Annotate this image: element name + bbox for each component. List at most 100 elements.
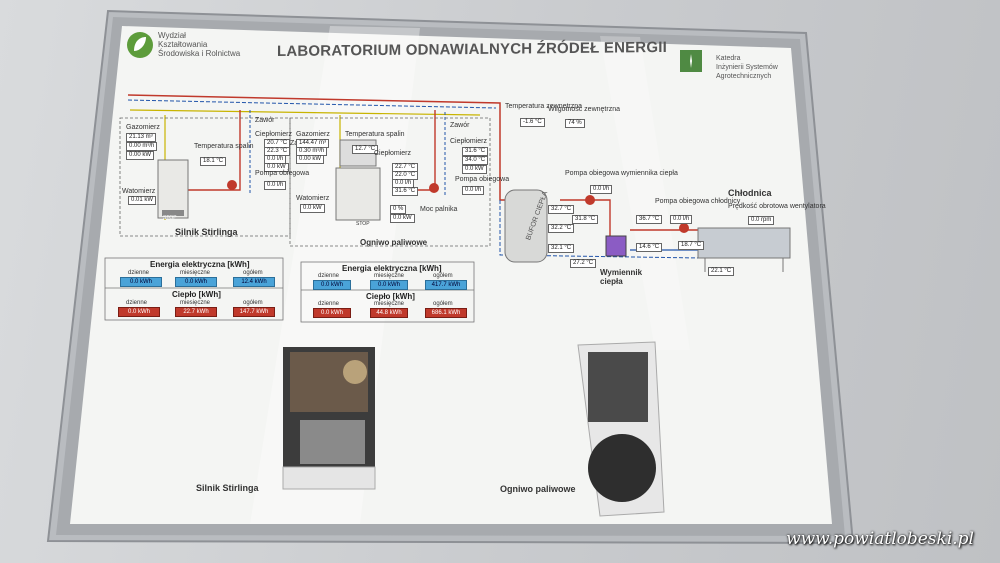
cooler-pump-value: 0.0 l/h	[670, 215, 693, 224]
burner-power-value: 0 %	[390, 205, 407, 214]
logo-left	[126, 31, 154, 59]
heat-meter-value: 34.0 °C	[462, 156, 489, 165]
heat-total-value: 147.7 kWh	[233, 307, 275, 317]
exchanger-temp-value: 36.7 °C	[636, 215, 663, 224]
fan-speed-value: 0.0 rpm	[748, 216, 775, 225]
heat-monthly-value: 22.7 kWh	[175, 307, 217, 317]
col-total: ogółem	[243, 300, 263, 306]
buffer-temp-value: 32.2 °C	[548, 224, 575, 233]
wattmeter-label: Watomierz	[296, 195, 330, 202]
org-right-line: Inżynierii Systemów	[716, 64, 778, 71]
cooler-label: Chłodnica	[728, 188, 772, 198]
wattmeter-value: 0.0 kW	[300, 204, 325, 213]
wind-turbine-logo-icon	[680, 50, 702, 72]
pump-value: 0.0 l/h	[264, 181, 287, 190]
gas-meter-label: Gazomierz	[296, 131, 330, 138]
gas-meter-value: 0.00 m³/h	[126, 142, 158, 151]
col-daily: dzienne	[318, 273, 340, 279]
gas-meter-value: 0.00 kW	[126, 151, 155, 160]
org-left-line: Środowiska i Rolnictwa	[158, 49, 241, 58]
heat-title: Ciepło [kWh]	[366, 292, 415, 301]
electric-daily-value: 0.0 kWh	[313, 280, 351, 290]
org-right: Katedra Inżynierii Systemów Agrotechnicz…	[716, 54, 778, 81]
flue-temp-label: Temperatura spalin	[345, 131, 405, 138]
col-daily: dzienne	[126, 300, 148, 306]
heat-daily-value: 0.0 kWh	[118, 307, 160, 317]
org-left-line: Kształtowania	[158, 40, 208, 49]
heat-meter-label: Ciepłomierz	[374, 150, 411, 157]
heat-meter-label: Ciepłomierz	[255, 131, 292, 138]
heat-total-value: 686.1 kWh	[425, 308, 467, 318]
electric-energy-title: Energia elektryczna [kWh]	[342, 264, 442, 273]
heat-title: Ciepło [kWh]	[172, 290, 221, 299]
col-monthly: miesięczne	[374, 273, 405, 279]
flue-temp-label: Temperatura spalin	[194, 143, 254, 150]
pump-label: Pompa obiegowa	[455, 176, 510, 183]
heat-meter-value: 0.0 kW	[264, 163, 289, 172]
heat-monthly-value: 44.8 kWh	[370, 308, 408, 318]
flue-temp-value: 18.1 °C	[200, 157, 227, 166]
valve-label: Zawór	[450, 122, 470, 129]
photo-caption-left: Silnik Stirlinga	[196, 483, 259, 493]
electric-daily-value: 0.0 kWh	[120, 277, 162, 287]
boiler-section-label: Ogniwo paliwowe	[360, 238, 428, 247]
gas-meter-value: 21.13 m³	[126, 133, 156, 142]
electric-total-value: 417.7 kWh	[425, 280, 467, 290]
stirling-section-label: Silnik Stirlinga	[175, 227, 238, 237]
photo-caption-right: Ogniwo paliwowe	[500, 484, 576, 494]
exchanger-temp-value: 14.6 °C	[636, 243, 663, 252]
exchanger-pump-value: 0.0 l/h	[590, 185, 613, 194]
org-left-line: Wydział	[158, 31, 186, 40]
buffer-temp-value: 31.8 °C	[572, 215, 599, 224]
electric-monthly-value: 0.0 kWh	[175, 277, 217, 287]
exchanger-pump-label: Pompa obiegowa wymiennika ciepła	[565, 170, 678, 177]
heat-meter-value: 0.0 kW	[462, 165, 487, 174]
org-left: Wydział Kształtowania Środowiska i Rolni…	[158, 31, 240, 58]
watermark: www.powiatlobeski.pl	[786, 529, 974, 549]
org-right-line: Katedra	[716, 55, 741, 62]
buffer-temp-value: 32.1 °C	[548, 244, 575, 253]
heat-meter-value: 31.6 °C	[392, 187, 419, 196]
col-daily: dzienne	[318, 301, 340, 307]
col-total: ogółem	[243, 270, 263, 276]
buffer-bottom-value: 27.2 °C	[570, 259, 597, 268]
electric-energy-title: Energia elektryczna [kWh]	[150, 260, 250, 269]
stop-label: STOP	[163, 215, 177, 221]
col-monthly: miesięczne	[180, 300, 211, 306]
outdoor-humidity-value: 74 %	[565, 119, 585, 128]
outdoor-temp-value: -1.6 °C	[520, 118, 545, 127]
flue-temp-value: 12.7 °C	[352, 145, 379, 154]
gas-meter-label: Gazomierz	[126, 124, 160, 131]
electric-total-value: 12.4 kWh	[233, 277, 275, 287]
valve-label: Zawór	[255, 117, 275, 124]
fan-speed-label: Prędkość obrotowa wentylatora	[728, 203, 826, 210]
col-daily: dzienne	[128, 270, 150, 276]
burner-power-label: Moc palnika	[420, 206, 458, 213]
heat-meter-label: Ciepłomierz	[450, 138, 487, 145]
wattmeter-label: Watomierz	[122, 188, 156, 195]
leaf-logo-icon	[127, 32, 153, 58]
burner-power-kw: 0.0 kW	[390, 214, 415, 223]
col-total: ogółem	[433, 273, 453, 279]
exchanger-temp-value: 18.7 °C	[678, 241, 705, 250]
org-right-line: Agrotechnicznych	[716, 73, 772, 80]
col-monthly: miesięczne	[374, 301, 405, 307]
col-total: ogółem	[433, 301, 453, 307]
buffer-temp-value: 32.7 °C	[548, 205, 575, 214]
cooler-temp-value: 22.1 °C	[708, 267, 735, 276]
pump-label: Pompa obiegowa	[255, 170, 310, 177]
outdoor-temp-label: Temperatura zewnętrzna	[505, 103, 583, 110]
outdoor-humidity-label: Wilgotność zewnętrzna	[548, 106, 620, 113]
gas-meter-value: 0.00 kW	[296, 155, 325, 164]
logo-right	[680, 50, 702, 72]
heat-meter-value: 31.6 °C	[462, 147, 489, 156]
pump-value: 0.0 l/h	[462, 186, 485, 195]
stop-label: STOP	[356, 221, 370, 227]
wattmeter-value: 0.01 kW	[128, 196, 157, 205]
heat-daily-value: 0.0 kWh	[313, 308, 351, 318]
exchanger-label: Wymiennik ciepła	[600, 268, 643, 286]
electric-monthly-value: 0.0 kWh	[370, 280, 408, 290]
cooler-pump-label: Pompa obiegowa chłodnicy	[655, 198, 741, 205]
col-monthly: miesięczne	[180, 270, 211, 276]
